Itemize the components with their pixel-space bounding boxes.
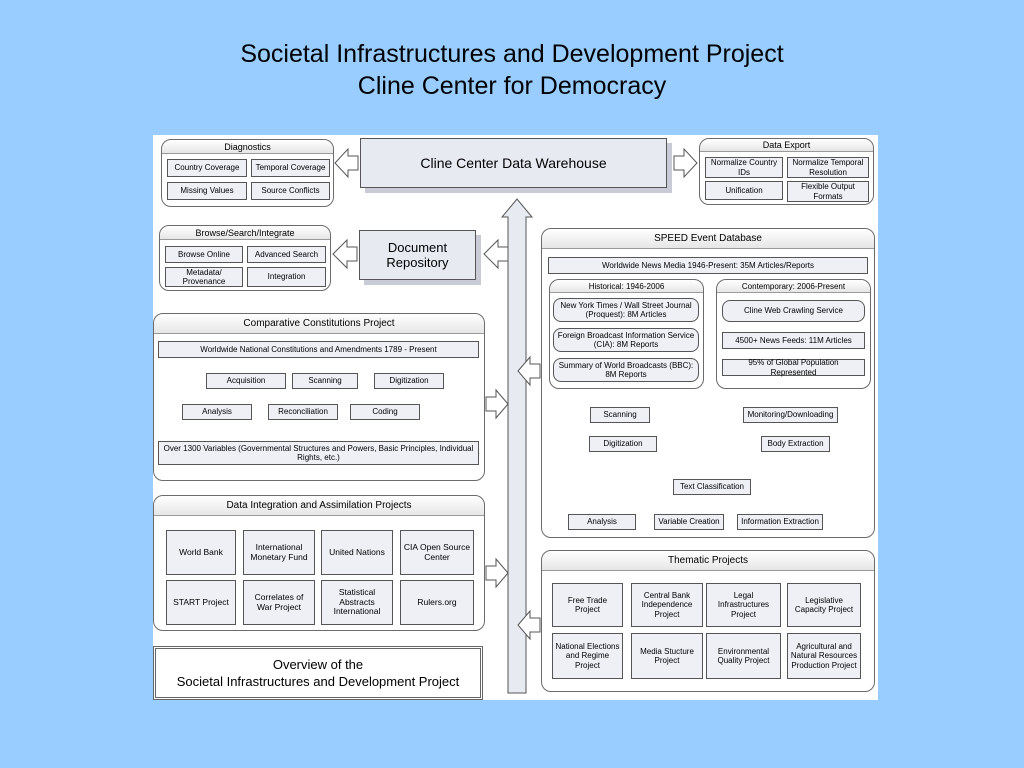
browse-group: Browse/Search/Integrate Browse Online Ad…: [159, 225, 331, 291]
integration-title: Data Integration and Assimilation Projec…: [154, 496, 484, 516]
data-warehouse-box: Cline Center Data Warehouse: [360, 138, 667, 188]
overview-box: Overview of the Societal Infrastructures…: [153, 646, 483, 700]
body-extraction-box: Body Extraction: [761, 436, 830, 452]
arrow-dia-shaft: [485, 557, 509, 589]
country-coverage-box: Country Coverage: [167, 159, 247, 177]
contemporary-title: Contemporary: 2006-Present: [717, 280, 870, 293]
constitutions-banner: Worldwide National Constitutions and Ame…: [158, 341, 479, 358]
overview-line2: Societal Infrastructures and Development…: [176, 674, 460, 689]
statistical-abstracts-box: Statistical Abstracts International: [321, 580, 393, 625]
monitoring-box: Monitoring/Downloading: [743, 407, 838, 423]
browse-online-box: Browse Online: [165, 246, 243, 263]
normalize-temporal-resolution-box: Normalize Temporal Resolution: [787, 157, 869, 178]
global-population-box: 95% of Global Population Represented: [722, 358, 865, 377]
speed-analysis-box: Analysis: [568, 514, 636, 530]
speed-digitization-box: Digitization: [589, 436, 657, 452]
rulers-org-box: Rulers.org: [400, 580, 474, 625]
speed-group: SPEED Event Database Worldwide News Medi…: [541, 228, 875, 538]
data-warehouse-label: Cline Center Data Warehouse: [420, 155, 607, 171]
speed-banner: Worldwide News Media 1946-Present: 35M A…: [548, 257, 868, 274]
arrow-to-export: [673, 147, 698, 179]
diagnostics-group: Diagnostics Country Coverage Temporal Co…: [161, 139, 334, 207]
thematic-title: Thematic Projects: [542, 551, 874, 571]
acquisition-box: Acquisition: [206, 373, 286, 389]
missing-values-box: Missing Values: [167, 182, 247, 200]
arrow-to-diagnostics: [334, 147, 359, 179]
diagram-panel: Cline Center Data Warehouse Document Rep…: [153, 135, 878, 700]
text-classification-box: Text Classification: [673, 479, 751, 495]
environmental-quality-box: Environmental Quality Project: [706, 633, 781, 679]
source-conflicts-box: Source Conflicts: [251, 182, 330, 200]
arrow-ccp-shaft: [485, 388, 509, 420]
arrow-to-browse: [332, 238, 358, 270]
speed-title: SPEED Event Database: [542, 229, 874, 249]
correlates-of-war-box: Correlates of War Project: [243, 580, 315, 625]
variable-creation-box: Variable Creation: [654, 514, 724, 530]
diagnostics-title: Diagnostics: [162, 140, 333, 154]
slide-title: Societal Infrastructures and Development…: [240, 40, 784, 68]
normalize-country-ids-box: Normalize Country IDs: [705, 157, 783, 178]
arrow-thematic-shaft: [517, 609, 541, 641]
media-structure-box: Media Stucture Project: [631, 633, 703, 679]
digitization-box: Digitization: [374, 373, 444, 389]
news-feeds-box: 4500+ News Feeds: 11M Articles: [722, 332, 865, 349]
browse-title: Browse/Search/Integrate: [160, 226, 330, 240]
slide-subtitle: Cline Center for Democracy: [357, 72, 667, 100]
legal-infrastructures-box: Legal Infrastructures Project: [706, 583, 781, 627]
constitutions-group: Comparative Constitutions Project Worldw…: [153, 313, 485, 481]
information-extraction-box: Information Extraction: [737, 514, 823, 530]
bbc-box: Summary of World Broadcasts (BBC): 8M Re…: [553, 358, 699, 382]
legislative-capacity-box: Legislative Capacity Project: [787, 583, 861, 627]
agricultural-resources-box: Agricultural and Natural Resources Produ…: [787, 633, 861, 679]
fbis-box: Foreign Broadcast Information Service (C…: [553, 328, 699, 352]
central-up-arrow: [500, 198, 534, 694]
web-crawling-box: Cline Web Crawling Service: [722, 300, 865, 322]
reconciliation-box: Reconciliation: [268, 404, 338, 420]
integration-group: Data Integration and Assimilation Projec…: [153, 495, 485, 631]
national-elections-box: National Elections and Regime Project: [552, 633, 623, 679]
arrow-speed-shaft: [517, 355, 541, 387]
speed-scanning-box: Scanning: [590, 407, 650, 423]
cia-open-source-box: CIA Open Source Center: [400, 530, 474, 575]
scanning-box: Scanning: [292, 373, 358, 389]
start-project-box: START Project: [166, 580, 236, 625]
temporal-coverage-box: Temporal Coverage: [251, 159, 330, 177]
analysis-box: Analysis: [182, 404, 252, 420]
metadata-provenance-box: Metadata/ Provenance: [165, 267, 243, 287]
data-export-group: Data Export Normalize Country IDs Normal…: [699, 138, 874, 205]
constitutions-note: Over 1300 Variables (Governmental Struct…: [158, 441, 479, 465]
imf-box: International Monetary Fund: [243, 530, 315, 575]
coding-box: Coding: [350, 404, 420, 420]
advanced-search-box: Advanced Search: [247, 246, 326, 263]
constitutions-title: Comparative Constitutions Project: [154, 314, 484, 334]
flexible-output-formats-box: Flexible Output Formats: [787, 181, 869, 202]
nyt-wsj-box: New York Times / Wall Street Journal (Pr…: [553, 298, 699, 322]
central-bank-box: Central Bank Independence Project: [631, 583, 703, 627]
arrow-repo-shaft: [483, 238, 509, 270]
historical-title: Historical: 1946-2006: [550, 280, 703, 293]
united-nations-box: United Nations: [321, 530, 393, 575]
data-export-title: Data Export: [700, 139, 873, 152]
free-trade-box: Free Trade Project: [552, 583, 623, 627]
unification-box: Unification: [705, 181, 783, 200]
document-repository-box: Document Repository: [359, 230, 476, 280]
contemporary-group: Contemporary: 2006-Present Cline Web Cra…: [716, 279, 871, 389]
overview-line1: Overview of the: [272, 657, 364, 672]
integration-box: Integration: [247, 267, 326, 287]
thematic-group: Thematic Projects Free Trade Project Cen…: [541, 550, 875, 692]
world-bank-box: World Bank: [166, 530, 236, 575]
historical-group: Historical: 1946-2006 New York Times / W…: [549, 279, 704, 389]
document-repository-label: Document Repository: [386, 240, 449, 270]
